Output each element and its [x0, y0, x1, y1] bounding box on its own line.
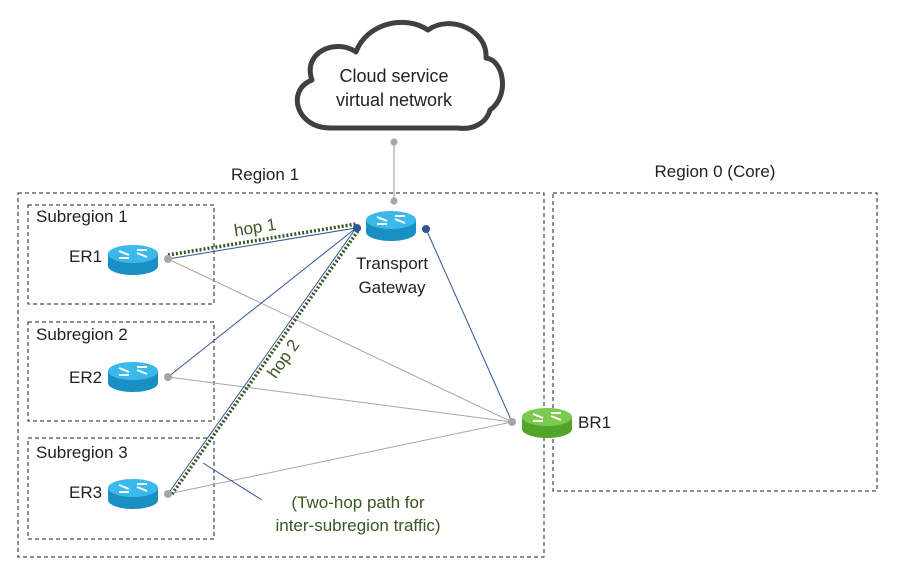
- note-line1: (Two-hop path for: [291, 493, 425, 512]
- er3-br1-link: [167, 421, 513, 495]
- hop-2-label: hop 2: [264, 336, 304, 382]
- note-line2: inter-subregion traffic): [275, 516, 440, 535]
- region-0-box: [552, 192, 878, 492]
- cloud-link-dot-bottom: [390, 197, 398, 205]
- region-0-label: Region 0 (Core): [655, 162, 776, 181]
- region-1-label: Region 1: [231, 165, 299, 184]
- hop-2-path: [170, 226, 362, 496]
- note-pointer: [202, 462, 263, 501]
- cloud-label-line2: virtual network: [336, 90, 453, 110]
- cloud-label-line1: Cloud service: [339, 66, 448, 86]
- er1-label: ER1: [69, 247, 102, 266]
- gateway-label-line1: Transport: [356, 254, 428, 273]
- br1-router-icon: [521, 407, 573, 439]
- er2-br1-link: [167, 376, 513, 423]
- er3-router-icon: [107, 478, 159, 510]
- er3-label: ER3: [69, 483, 102, 502]
- gateway-port-dot-right: [422, 225, 430, 233]
- cloud-icon: [294, 19, 505, 131]
- er1-router-icon: [107, 244, 159, 276]
- er3-gateway-link: [167, 227, 357, 495]
- subregion-1-label: Subregion 1: [36, 207, 128, 226]
- er2-gateway-link: [167, 227, 357, 378]
- er3-port-dot: [164, 490, 172, 498]
- subregion-1-box: [27, 204, 215, 305]
- region-1-box: [17, 192, 545, 558]
- er2-router-icon: [107, 361, 159, 393]
- er1-br1-link: [167, 258, 513, 423]
- br1-port-dot: [508, 418, 516, 426]
- br1-label: BR1: [578, 413, 611, 432]
- subregion-2-label: Subregion 2: [36, 325, 128, 344]
- subregion-3-label: Subregion 3: [36, 443, 128, 462]
- gateway-router-icon: [365, 210, 417, 242]
- gateway-label-line2: Gateway: [358, 278, 426, 297]
- gateway-port-dot-left: [353, 224, 361, 232]
- er1-port-dot: [164, 255, 172, 263]
- gateway-br1-link: [425, 228, 513, 423]
- subregion-3-box: [27, 437, 215, 540]
- er1-gateway-link: [167, 227, 357, 260]
- cloud-link-dot-top: [390, 138, 398, 146]
- er2-port-dot: [164, 373, 172, 381]
- subregion-2-box: [27, 321, 215, 422]
- er2-label: ER2: [69, 368, 102, 387]
